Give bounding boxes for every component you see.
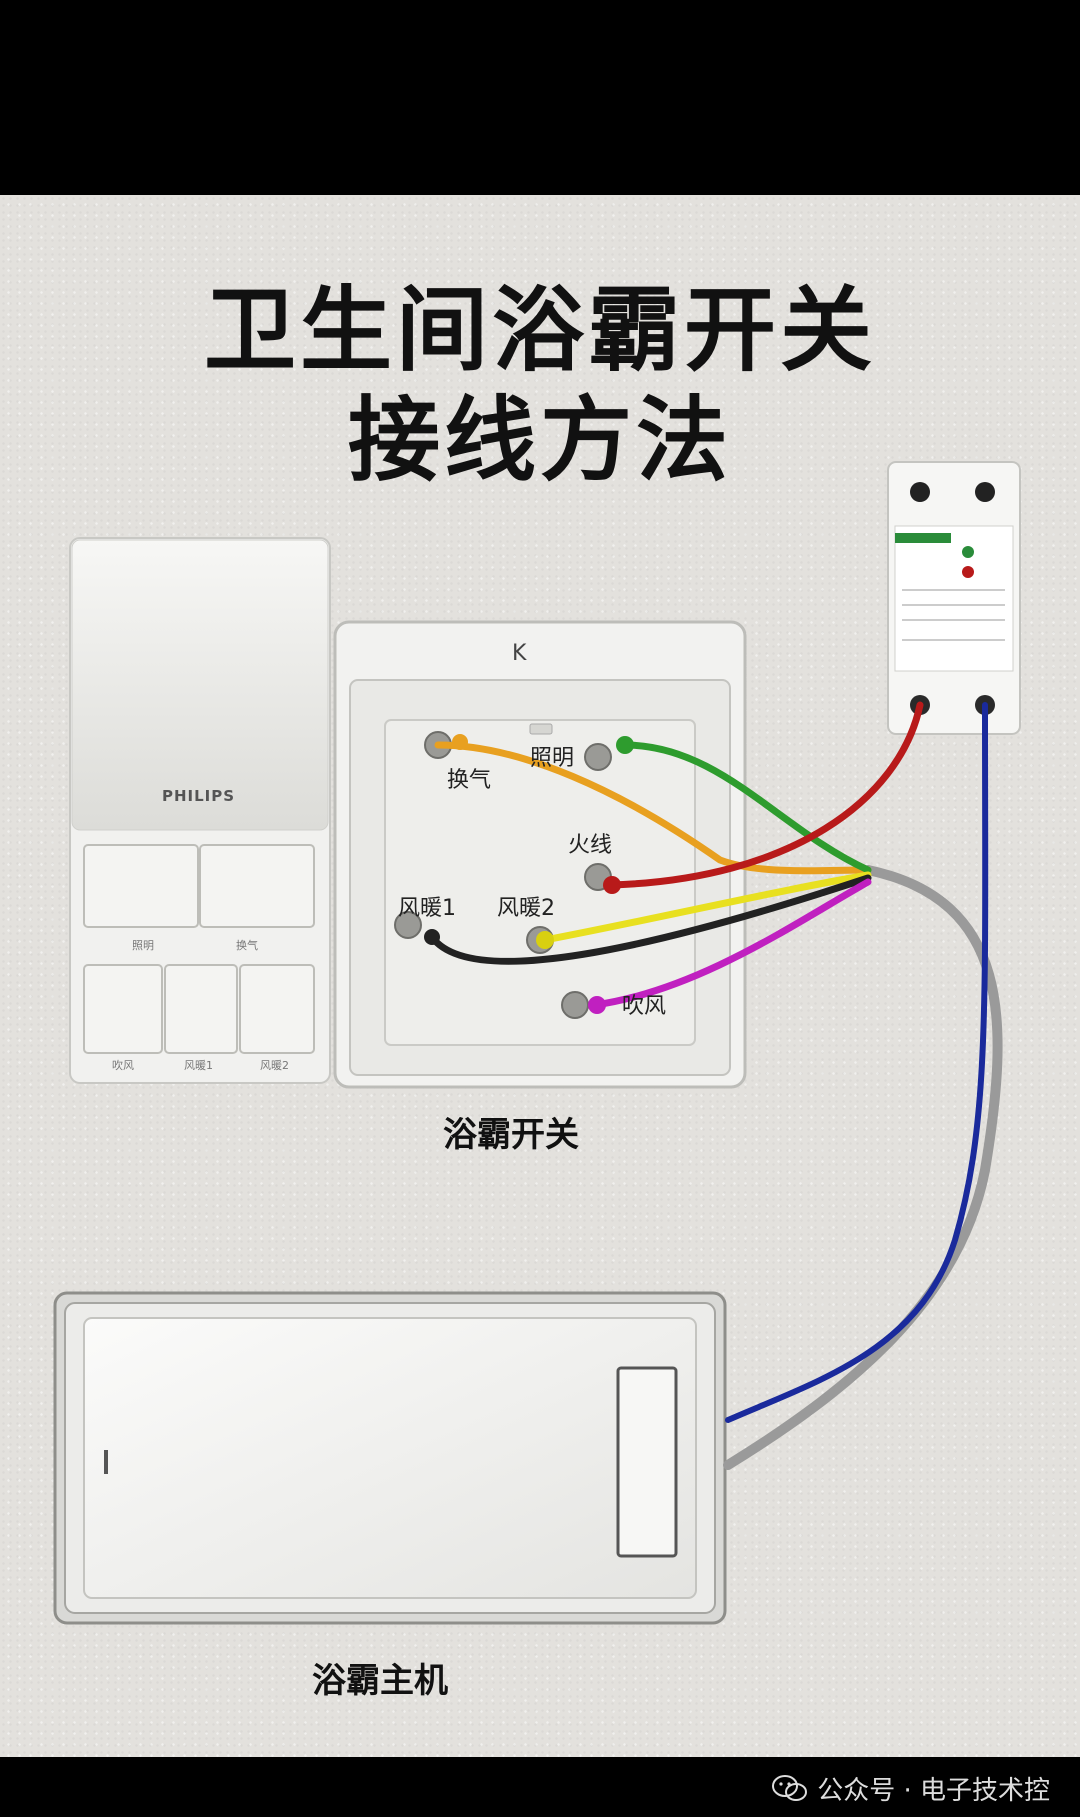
bottom-black-bar	[0, 1757, 1080, 1817]
watermark-text: 公众号 · 电子技术控	[817, 1776, 1050, 1806]
top-black-bar	[0, 0, 1080, 195]
wire-live	[606, 701, 924, 889]
title-line-1: 卫生间浴霸开关	[203, 277, 876, 384]
terminal-label-heat2: 风暖2	[497, 896, 555, 921]
watermark: 公众号 · 电子技术控	[771, 1770, 1050, 1807]
circuit-breaker	[887, 461, 1021, 735]
switch-front-panel	[69, 537, 331, 1084]
title-line-2: 接线方法	[347, 387, 732, 494]
bath-heater-host	[53, 1291, 727, 1625]
terminal-label-blow: 吹风	[622, 994, 667, 1019]
wire-blow	[591, 878, 872, 1009]
switch-front-label-lighting: 照明	[132, 939, 154, 952]
switch-front-label-blow: 吹风	[112, 1059, 134, 1072]
wechat-icon	[772, 1774, 808, 1801]
svg-text:K: K	[512, 641, 527, 666]
switch-front-label-ventilation: 换气	[236, 939, 258, 952]
wire-heat1	[428, 874, 872, 965]
host-caption: 浴霸主机	[312, 1661, 448, 1701]
wire-lighting	[621, 741, 872, 874]
wire-neutral	[725, 702, 989, 1423]
wire-heat2	[541, 871, 872, 944]
terminal-label-live: 火线	[568, 833, 613, 858]
switch-back-panel: K	[333, 620, 747, 1089]
terminal-label-ventilation: 换气	[447, 768, 492, 793]
switch-caption: 浴霸开关	[443, 1115, 579, 1155]
terminal-label-lighting: 照明	[530, 746, 575, 771]
switch-front-brand: PHILIPS	[162, 787, 236, 805]
switch-front-label-heat1: 风暖1	[184, 1059, 213, 1072]
terminal-label-heat1: 风暖1	[398, 896, 456, 921]
cable-sheath	[723, 865, 1003, 1470]
wire-ventilation	[434, 741, 872, 875]
switch-front-label-heat2: 风暖2	[260, 1059, 289, 1072]
